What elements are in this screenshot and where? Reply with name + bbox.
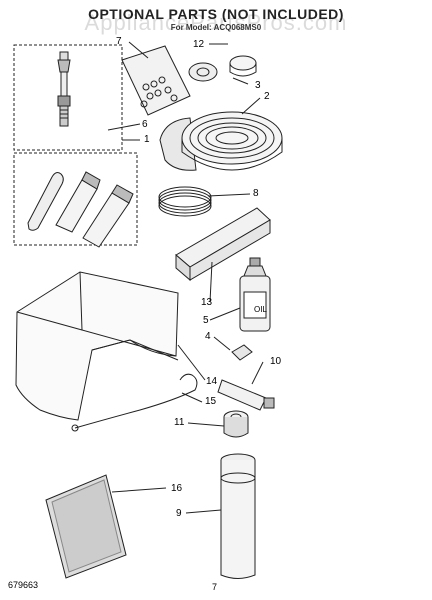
dashed-box-lower [13,152,138,246]
wire-coil-part [158,186,212,217]
filter-part [45,474,127,579]
tape-roll-part [188,55,257,82]
insulation-coil-part [159,111,283,171]
callout-16: 16 [171,483,183,494]
callout-3: 3 [255,80,261,91]
cover-part [15,271,179,421]
callout-7: 7 [116,36,122,47]
lubricant-tube-part [217,379,275,411]
oil-label: OIL [254,305,267,314]
footer-part-number: 679663 [8,580,39,590]
oil-bottle-part [239,257,271,332]
watermark-text: AppliancePartsPros.com [84,10,348,35]
callout-4: 4 [205,331,211,342]
callout-2: 2 [264,91,270,102]
small-fitting-part [231,344,253,361]
callout-15: 15 [205,396,217,407]
callout-5: 5 [203,315,209,326]
tape-cylinder-part [223,410,249,438]
model-subtitle: For Model: ACQ068MS0 [170,23,262,32]
valve-fitting-part [57,51,71,127]
cord-end [71,424,79,432]
callout-10: 10 [270,356,282,367]
tubes-part [27,171,134,248]
footer-page-number: 7 [212,582,218,592]
screw-bag-part [121,45,191,116]
cord-part [74,373,198,429]
callout-1: 1 [144,134,150,145]
callout-12: 12 [193,39,205,50]
spray-can-part [220,453,256,579]
callout-11: 11 [174,417,185,428]
callout-13: 13 [201,297,213,308]
page-title: OPTIONAL PARTS (NOT INCLUDED) [88,6,344,22]
callout-8: 8 [253,188,259,199]
foam-block-part [175,207,271,282]
callout-9: 9 [176,508,182,519]
callout-6: 6 [142,119,148,130]
callout-14: 14 [206,376,218,387]
dashed-box-upper [13,44,123,151]
